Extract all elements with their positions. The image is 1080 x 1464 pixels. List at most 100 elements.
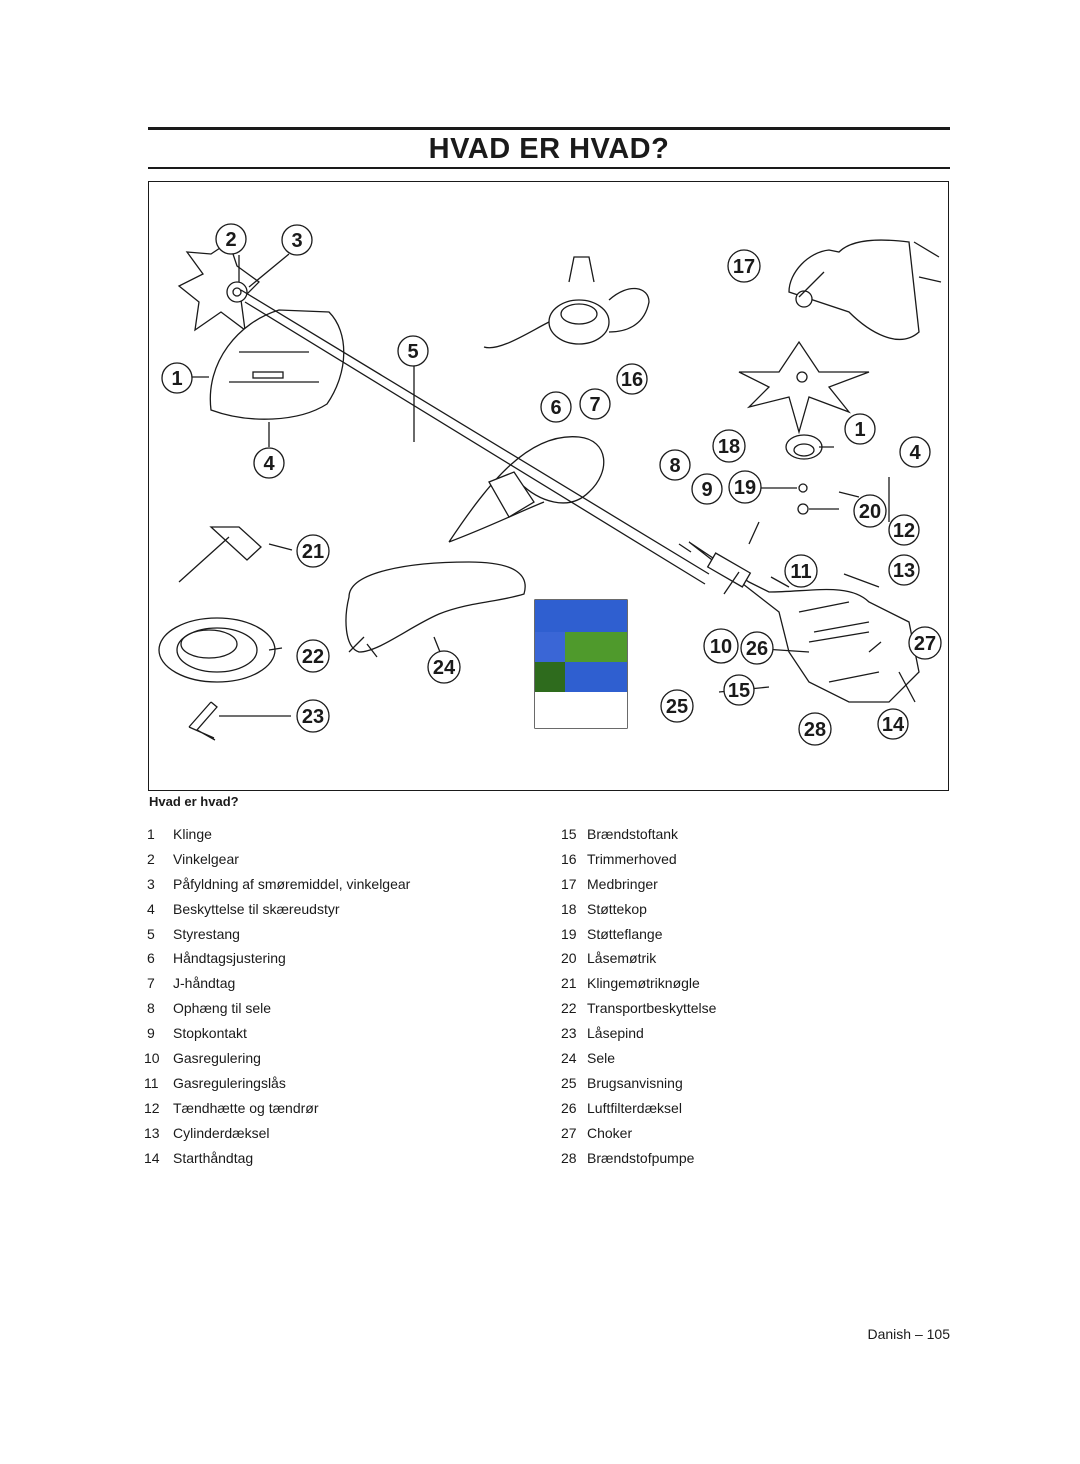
item-label: Låsepind <box>587 1025 644 1042</box>
item-number: 7 <box>147 975 155 992</box>
callout-27: 27 <box>914 633 936 655</box>
star-blade-drawing <box>738 340 870 435</box>
list-item: 10 Gasregulering <box>144 1048 410 1073</box>
item-number: 26 <box>561 1099 577 1116</box>
item-number: 28 <box>561 1149 577 1166</box>
callout-15: 15 <box>728 680 750 702</box>
item-label: Låsemøtrik <box>587 950 657 967</box>
item-label: Gasreguleringslås <box>173 1074 286 1091</box>
callout-3: 3 <box>291 230 302 252</box>
callout-7: 7 <box>589 394 600 416</box>
page-title: HVAD ER HVAD? <box>428 133 670 165</box>
item-label: J-håndtag <box>173 975 236 992</box>
item-number: 18 <box>561 900 577 917</box>
item-number: 21 <box>561 975 577 992</box>
callout-6: 6 <box>550 397 561 419</box>
item-label: Styrestang <box>173 925 240 942</box>
engine-drawing <box>688 541 920 703</box>
page-footer: Danish – 105 <box>867 1326 950 1342</box>
list-item: 17 Medbringer <box>558 874 716 899</box>
callout-25: 25 <box>666 696 688 718</box>
item-label: Trimmerhoved <box>587 850 677 867</box>
trimmer-head-drawing <box>548 299 610 345</box>
item-label: Ophæng til sele <box>173 1000 272 1017</box>
list-item: 14 Starthåndtag <box>144 1148 410 1173</box>
item-number: 20 <box>561 950 577 967</box>
list-item: 8 Ophæng til sele <box>144 998 410 1023</box>
item-label: Cylinderdæksel <box>173 1124 270 1141</box>
callout-11: 11 <box>790 561 811 583</box>
callout-1-right: 1 <box>854 419 865 441</box>
item-label: Transportbeskyttelse <box>587 1000 717 1017</box>
list-item: 22 Transportbeskyttelse <box>558 998 716 1023</box>
item-label: Brugsanvisning <box>587 1074 683 1091</box>
item-number: 6 <box>147 950 155 967</box>
callout-circles <box>161 223 942 746</box>
callout-13: 13 <box>893 560 915 582</box>
item-number: 24 <box>561 1050 577 1067</box>
item-label: Støtteflange <box>587 925 663 942</box>
item-label: Medbringer <box>587 875 658 892</box>
callout-12: 12 <box>893 520 915 542</box>
item-label: Vinkelgear <box>173 850 239 867</box>
lock-pin-drawing <box>188 701 218 741</box>
list-item: 19 Støtteflange <box>558 924 716 949</box>
item-number: 14 <box>144 1149 160 1166</box>
item-label: Stopkontakt <box>173 1025 247 1042</box>
item-label: Klinge <box>173 826 212 842</box>
item-number: 4 <box>147 900 155 917</box>
item-number: 22 <box>561 1000 577 1017</box>
callout-2: 2 <box>225 229 236 251</box>
item-number: 17 <box>561 875 577 892</box>
item-number: 16 <box>561 850 577 867</box>
item-label: Starthåndtag <box>173 1149 254 1166</box>
list-item: 12 Tændhætte og tændrør <box>144 1098 410 1123</box>
callout-26: 26 <box>746 638 768 660</box>
list-item: 6 Håndtagsjustering <box>144 948 410 973</box>
callout-21: 21 <box>302 541 324 563</box>
list-item: 16 Trimmerhoved <box>558 849 716 874</box>
callout-1: 1 <box>171 368 182 390</box>
item-label: Tændhætte og tændrør <box>173 1099 319 1116</box>
callout-14: 14 <box>882 714 905 736</box>
item-number: 15 <box>561 826 577 842</box>
item-number: 8 <box>147 1000 155 1017</box>
key-drawing <box>178 526 262 583</box>
item-number: 12 <box>144 1099 160 1116</box>
callout-24: 24 <box>433 657 456 679</box>
item-label: Gasregulering <box>173 1050 261 1067</box>
item-number: 19 <box>561 925 577 942</box>
item-number: 10 <box>144 1050 160 1067</box>
callout-4: 4 <box>263 453 275 475</box>
list-item: 27 Choker <box>558 1123 716 1148</box>
item-label: Håndtagsjustering <box>173 950 286 967</box>
guard-drawing <box>209 309 345 420</box>
list-item: 2 Vinkelgear <box>144 849 410 874</box>
list-item: 9 Stopkontakt <box>144 1023 410 1048</box>
list-item: 7 J-håndtag <box>144 973 410 998</box>
item-number: 27 <box>561 1124 577 1141</box>
callout-20: 20 <box>859 501 881 523</box>
callout-19: 19 <box>734 477 756 499</box>
item-number: 9 <box>147 1025 155 1042</box>
callout-28: 28 <box>804 719 826 741</box>
callout-8: 8 <box>669 455 680 477</box>
item-number: 2 <box>147 850 155 867</box>
item-label: Påfyldning af smøremiddel, vinkelgear <box>173 875 411 892</box>
callout-5: 5 <box>407 341 418 363</box>
title-rule-top <box>148 127 950 130</box>
item-label: Choker <box>587 1124 633 1141</box>
item-label: Sele <box>587 1050 616 1067</box>
callout-10: 10 <box>710 636 732 658</box>
